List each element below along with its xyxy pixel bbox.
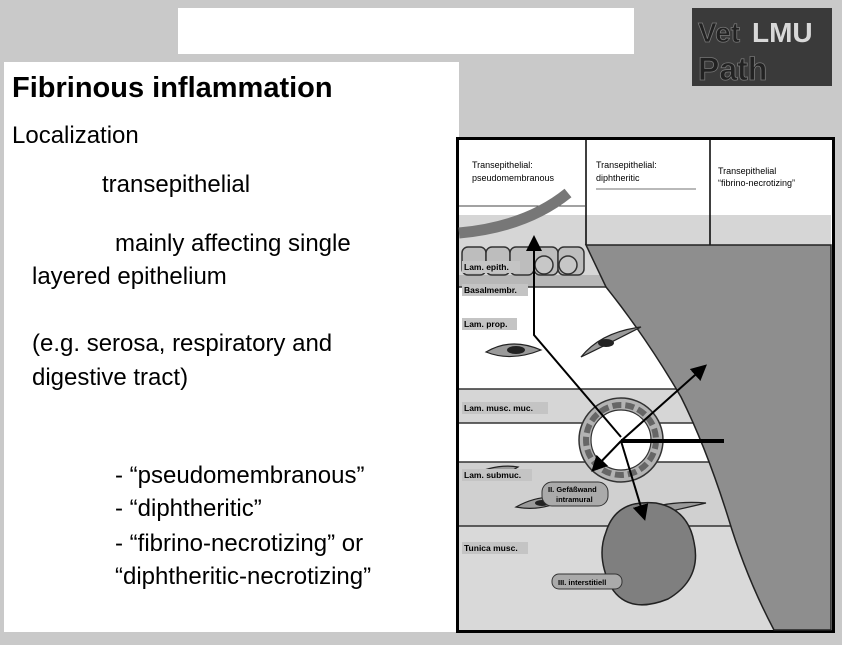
logo-text-lmu: LMU: [752, 17, 813, 48]
text-eg-serosa: (e.g. serosa, respiratory and: [32, 330, 333, 357]
top-text-box: [178, 8, 634, 54]
header-pseudomembranous-line1: Transepithelial:: [472, 160, 533, 170]
logo-text-path: Path: [698, 51, 767, 86]
text-digestive-tract: digestive tract): [32, 364, 189, 391]
layer-lam-prop: Lam. prop.: [464, 319, 507, 329]
slide-title: Fibrinous inflammation: [12, 72, 333, 104]
bullet-pseudomembranous: - “pseudomembranous”: [115, 462, 365, 489]
header-diphtheritic-line1: Transepithelial:: [596, 160, 657, 170]
layer-basalmembr: Basalmembr.: [464, 285, 517, 295]
header-diphtheritic-line2: diphtheritic: [596, 173, 640, 183]
layer-lam-musc-muc: Lam. musc. muc.: [464, 403, 533, 413]
inflammation-layers-diagram: Transepithelial: pseudomembranous Transe…: [456, 137, 835, 633]
text-mainly-affecting: mainly affecting single: [115, 230, 351, 257]
title-panel: [4, 62, 459, 632]
layer-tunica-musc: Tunica musc.: [464, 543, 518, 553]
text-layered-epithelium: layered epithelium: [32, 263, 227, 290]
vessel-label-line1: II. Gefäßwand: [548, 485, 597, 494]
vet-lmu-path-logo: Vet LMU Path: [692, 8, 832, 86]
layer-lam-submuc: Lam. submuc.: [464, 470, 521, 480]
logo-text-vet: Vet: [698, 17, 740, 48]
header-pseudomembranous-line2: pseudomembranous: [472, 173, 555, 183]
text-transepithelial: transepithelial: [102, 171, 251, 198]
header-fibrino-line1: Transepithelial: [718, 166, 776, 176]
interstitial-label: III. interstitiell: [558, 578, 606, 587]
bullet-fibrino-necrotizing: - “fibrino-necrotizing” or: [115, 530, 364, 557]
vessel-label-line2: intramural: [556, 495, 593, 504]
layer-lam-epith: Lam. epith.: [464, 262, 509, 272]
bullet-diphtheritic-necrotizing: “diphtheritic-necrotizing”: [115, 563, 372, 590]
header-fibrino-line2: “fibrino-necrotizing”: [718, 178, 795, 188]
slide-subtitle: Localization: [12, 122, 139, 149]
bullet-diphtheritic: - “diphtheritic”: [115, 495, 262, 522]
